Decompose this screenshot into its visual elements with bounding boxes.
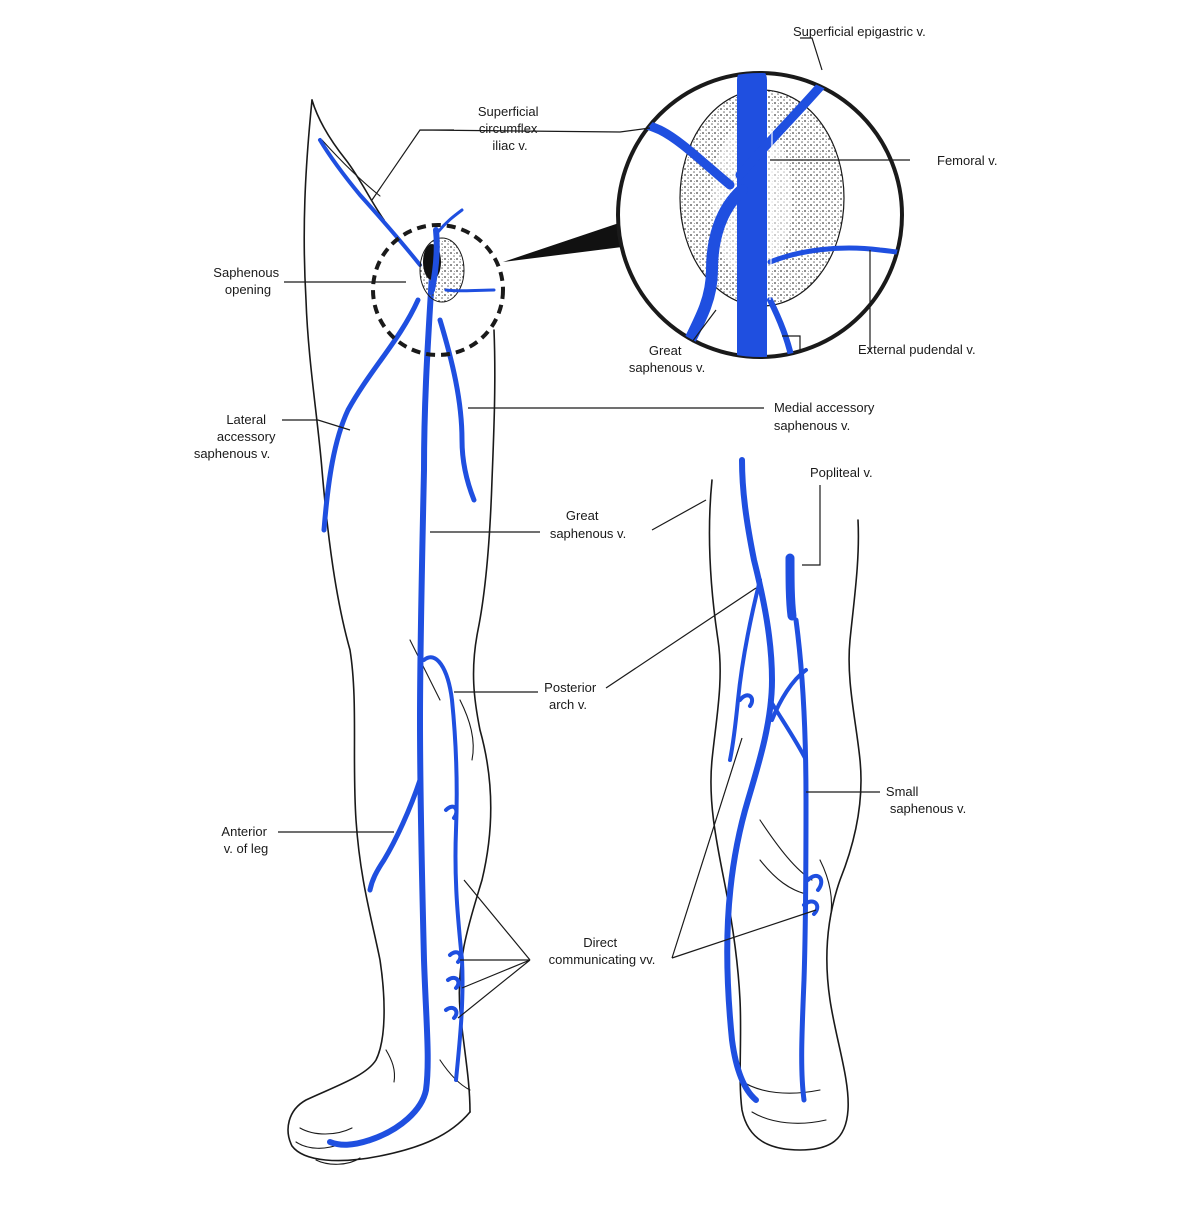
back-leg-veins (724, 457, 824, 1103)
groin-vein (429, 227, 440, 293)
labels: Superficial epigastric v. Superficial ci… (194, 24, 998, 967)
back-popliteal-vein (785, 553, 797, 621)
back-connecting-branch-1 (770, 668, 808, 722)
inset-external-pudendal-vein (767, 245, 902, 265)
lateral-accessory-saphenous-vein (321, 297, 421, 533)
magnifier-pointer (503, 222, 630, 262)
groin-epigastric-vein (436, 208, 464, 234)
label-direct-communicating: Direct communicating vv. (549, 935, 656, 967)
label-popliteal: Popliteal v. (810, 465, 873, 480)
label-great-saphenous-inset: Great saphenous v. (629, 343, 705, 375)
label-great-saphenous: Great saphenous v. (550, 508, 626, 541)
communicating-vein-2 (448, 950, 463, 964)
great-saphenous-vein (327, 272, 435, 1148)
label-saphenous-opening: Saphenous opening (213, 265, 282, 297)
front-leg-outline (287, 99, 496, 1165)
label-superficial-epigastric: Superficial epigastric v. (793, 24, 926, 39)
communicating-vein-1 (444, 804, 459, 820)
anterior-leg-vein (367, 777, 423, 893)
communicating-vein-3 (446, 975, 461, 990)
inset-superficial-epigastric-vein (735, 73, 855, 180)
label-external-pudendal: External pudendal v. (858, 342, 976, 357)
label-medial-accessory: Medial accessory saphenous v. (774, 400, 878, 433)
posterior-arch-vein (422, 655, 465, 1082)
inset-magnified-view (616, 71, 904, 359)
saphenous-opening-magnifier (371, 223, 505, 357)
label-anterior-leg: Anterior v. of leg (221, 824, 270, 856)
label-lateral-accessory: Lateral accessory saphenous v. (194, 412, 279, 461)
superficial-circumflex-iliac-vein (318, 138, 422, 267)
label-small-saphenous: Small saphenous v. (886, 784, 966, 816)
communicating-vein-4 (444, 1005, 459, 1020)
back-communicating-vein-3 (802, 899, 820, 916)
back-great-saphenous-vein (724, 457, 775, 1103)
back-communicating-vein-2 (806, 873, 824, 892)
inset-great-saphenous-vein (674, 184, 748, 357)
label-femoral: Femoral v. (937, 153, 997, 168)
label-posterior-arch: Posterior arch v. (544, 680, 600, 712)
groin-pudendal-vein (444, 288, 496, 293)
back-communicating-vein-1 (738, 693, 755, 708)
medial-accessory-saphenous-vein (437, 317, 477, 503)
back-connecting-branch-2 (768, 698, 808, 762)
leader-lines (278, 37, 910, 1019)
front-leg-veins (318, 138, 477, 1148)
label-superficial-circumflex-iliac: Superficial circumflex iliac v. (478, 104, 542, 153)
back-connecting-branch-3 (728, 578, 762, 762)
back-small-saphenous-vein (793, 617, 809, 1103)
